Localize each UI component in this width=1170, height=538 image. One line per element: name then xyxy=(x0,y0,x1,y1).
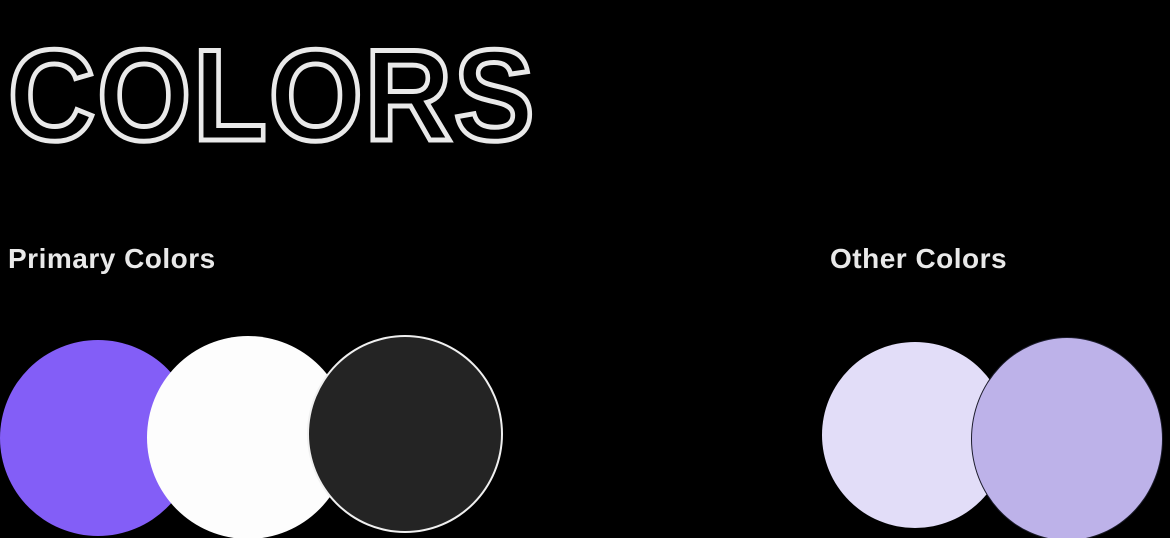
other-colors-label: Other Colors xyxy=(830,243,1008,274)
primary-colors-label: Primary Colors xyxy=(8,243,216,274)
page-title: COLORS xyxy=(6,22,537,168)
other-medium-lavender-swatch xyxy=(971,337,1163,538)
primary-dark-swatch xyxy=(307,335,503,533)
